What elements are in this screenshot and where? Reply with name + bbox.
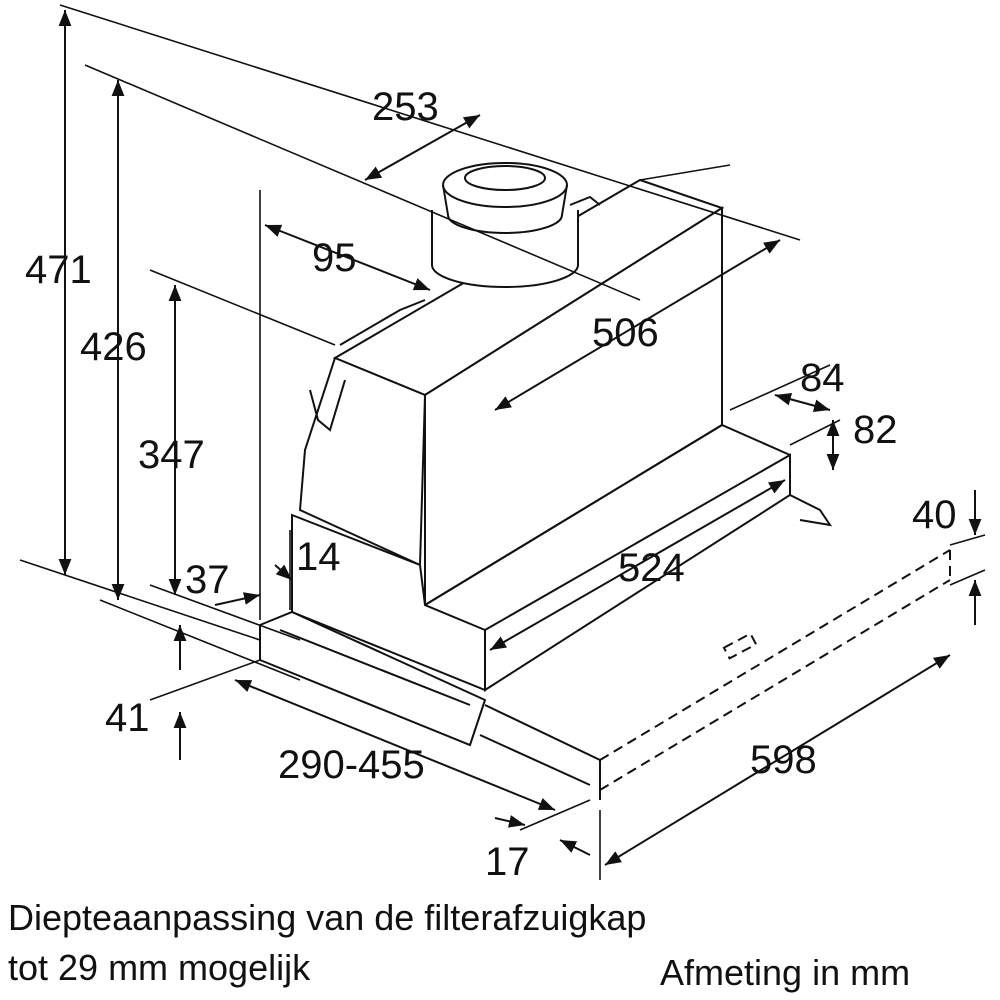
- dimension-506: 506: [592, 311, 659, 355]
- dimension-41: 41: [105, 696, 150, 740]
- dimension-40: 40: [912, 493, 957, 537]
- dimension-426: 426: [80, 325, 147, 369]
- exhaust-duct: [431, 162, 601, 288]
- dimension-95: 95: [312, 236, 357, 280]
- dimension-84: 84: [800, 356, 845, 400]
- caption-subtitle: tot 29 mm mogelijk: [8, 947, 311, 988]
- dimension-347: 347: [138, 433, 205, 477]
- dimension-471: 471: [25, 248, 92, 292]
- dimension-14: 14: [296, 535, 341, 579]
- dimension-37: 37: [185, 558, 230, 602]
- dimension-arrows: [58, 10, 982, 866]
- dimension-253: 253: [372, 85, 439, 129]
- units-note: Afmeting in mm: [660, 952, 911, 993]
- dimension-598: 598: [750, 738, 817, 782]
- dimension-524: 524: [618, 546, 685, 590]
- dimension-290-455: 290-455: [278, 743, 425, 787]
- dimension-82: 82: [853, 408, 898, 452]
- dimension-17: 17: [485, 840, 530, 884]
- caption-title: Diepteaanpassing van de filterafzuigkap: [8, 897, 647, 938]
